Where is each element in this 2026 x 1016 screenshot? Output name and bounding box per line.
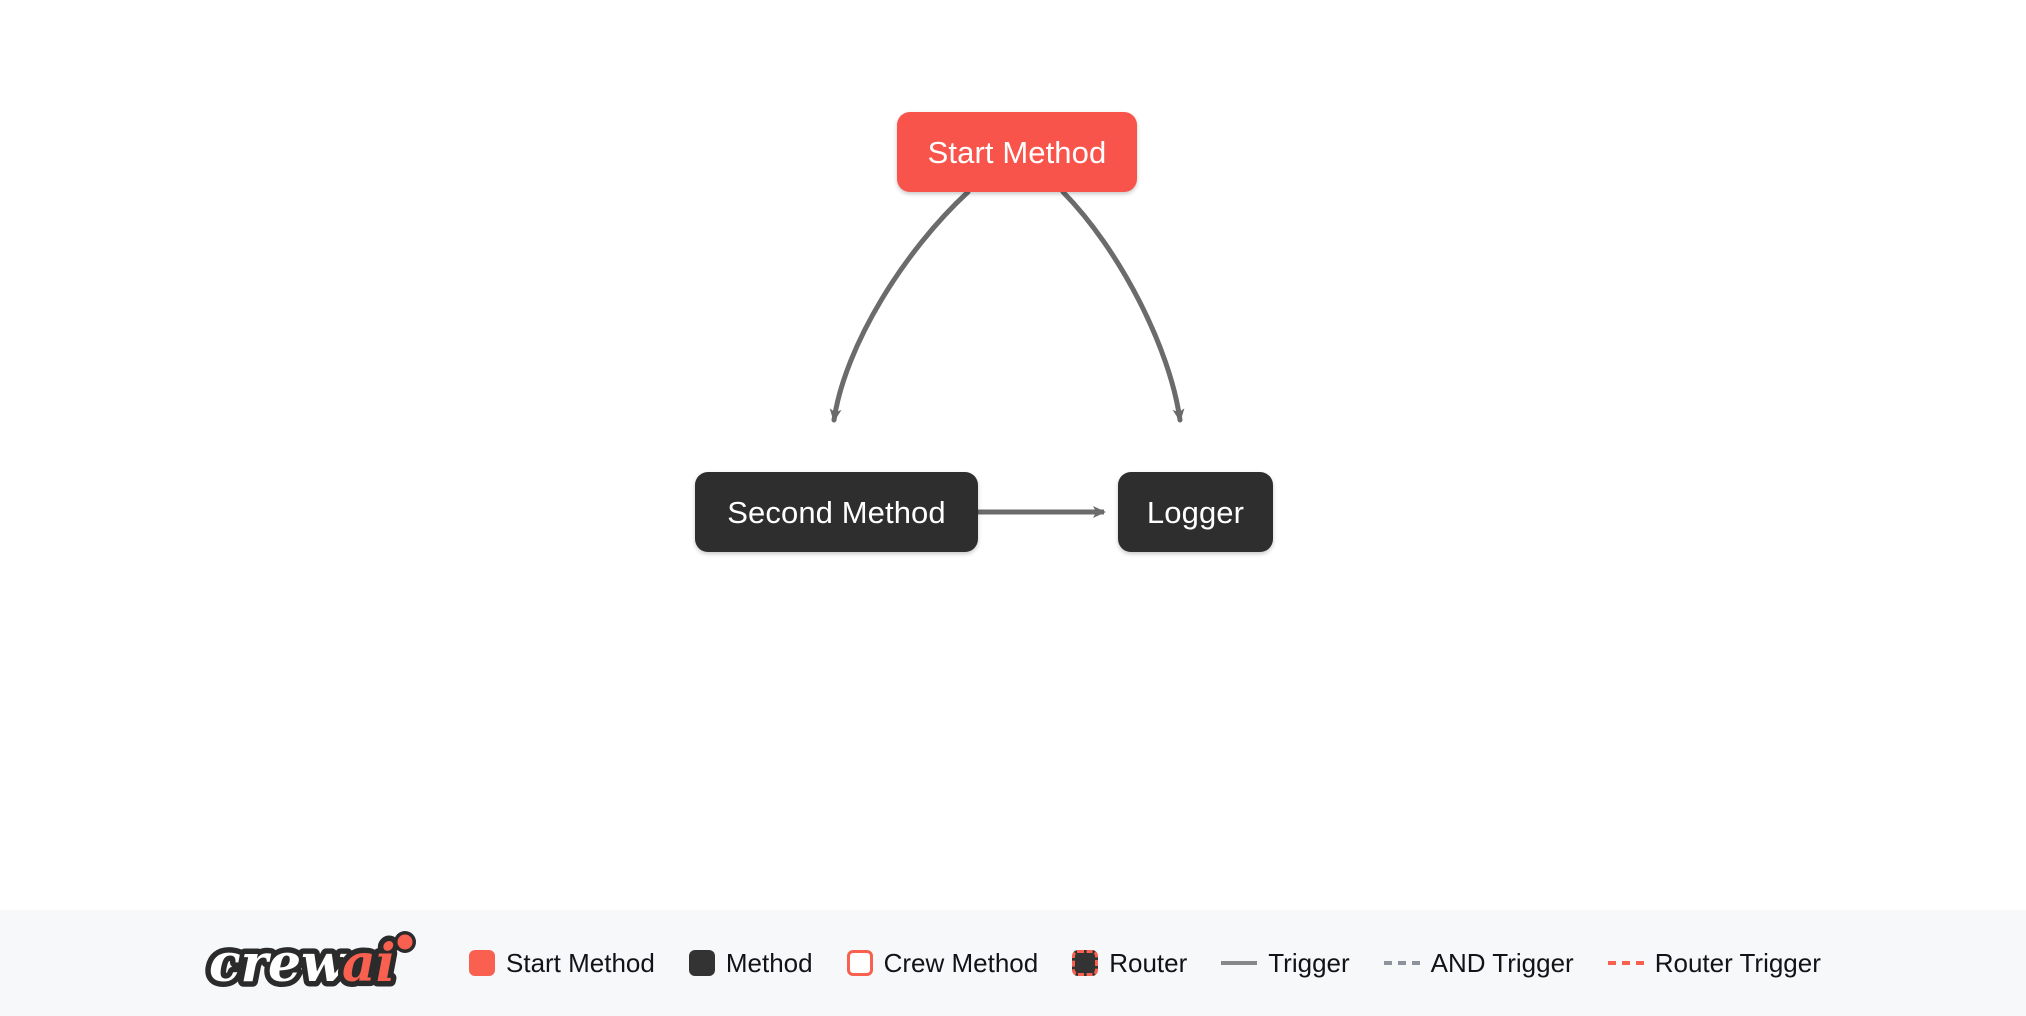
trigger-line-icon [1221, 961, 1258, 965]
legend-label: AND Trigger [1430, 948, 1574, 978]
legend-item-start-method[interactable]: Start Method [469, 950, 655, 976]
node-label: Second Method [727, 494, 946, 530]
legend-label: Trigger [1268, 948, 1350, 978]
legend-item-crew-method[interactable]: Crew Method [846, 948, 1039, 978]
legend-label: Router Trigger [1654, 948, 1821, 978]
legend-item-method[interactable]: Method [688, 948, 813, 978]
legend-label: Start Method [506, 948, 655, 978]
node-start-method[interactable]: Start Method [897, 112, 1137, 192]
flow-canvas[interactable]: Start Method Second Method Logger [0, 0, 2026, 910]
logo-text-crew: crew [209, 933, 348, 994]
logo-text-ai: ai [342, 933, 395, 994]
logo-outline-ai: ai [342, 933, 395, 994]
legend-label: Crew Method [883, 948, 1039, 978]
legend-bar: crew crew ai ai Start Method Method [0, 910, 2026, 1016]
crew-method-swatch-icon [846, 950, 873, 976]
edge-start-to-second [829, 189, 971, 423]
crewai-logo: crew crew ai ai [205, 927, 435, 999]
logo-outline-crew: crew [209, 933, 348, 994]
node-logger[interactable]: Logger [1118, 472, 1273, 552]
legend-items: Start Method Method Crew Method Router T… [469, 950, 1821, 976]
logo-dot [397, 934, 413, 950]
node-label: Start Method [927, 134, 1107, 170]
node-label: Logger [1146, 494, 1245, 530]
start-method-swatch-icon [469, 950, 495, 976]
legend-item-trigger[interactable]: Trigger [1221, 948, 1350, 978]
edge-start-to-logger [1060, 189, 1185, 423]
node-second-method[interactable]: Second Method [695, 472, 978, 552]
legend-item-and-trigger[interactable]: AND Trigger [1383, 948, 1574, 978]
router-trigger-line-icon [1607, 961, 1644, 965]
legend-label: Router [1109, 948, 1188, 978]
crewai-logo-icon: crew crew ai ai [205, 928, 416, 999]
legend-item-router-trigger[interactable]: Router Trigger [1607, 948, 1821, 978]
method-swatch-icon [688, 950, 715, 976]
router-swatch-icon [1072, 950, 1099, 976]
and-trigger-line-icon [1383, 961, 1420, 965]
legend-label: Method [725, 948, 813, 978]
legend-item-router[interactable]: Router [1072, 950, 1187, 976]
